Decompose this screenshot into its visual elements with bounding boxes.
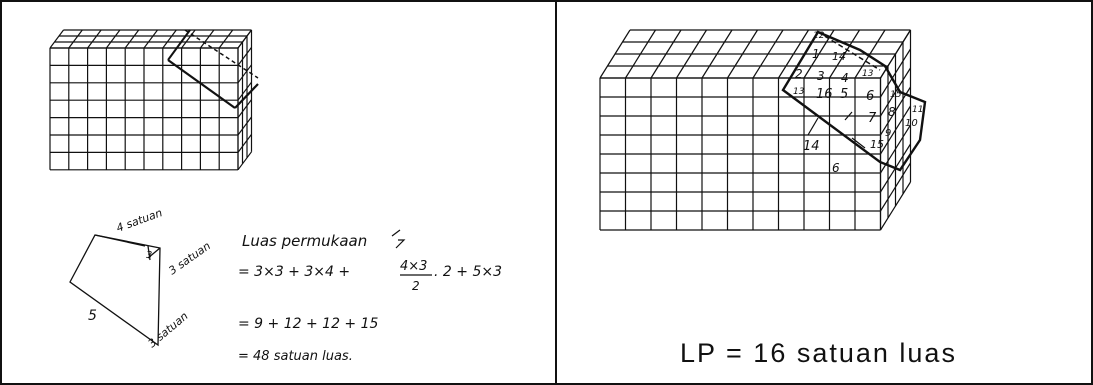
grid-line: [752, 29, 784, 79]
grid-line: [879, 105, 912, 155]
right-cuboid-grid: [599, 29, 912, 231]
net-cell-number: 8: [888, 105, 896, 119]
answer-text: LP = 16 satuan luas: [680, 338, 957, 368]
net-cell-number: 3: [817, 69, 825, 83]
prism-label-right-lower: 3 satuan: [146, 309, 191, 350]
work-line-1: = 3×3 + 3×4 +: [238, 264, 350, 280]
prism-label-left: 5: [88, 308, 97, 324]
net-cell-number: 15: [870, 138, 884, 151]
grid-line: [777, 29, 810, 79]
triangular-prism-sketch: [69, 234, 161, 347]
grid-line: [162, 29, 177, 49]
grid-line: [879, 67, 912, 117]
fraction-tail: . 2 + 5×3: [434, 264, 502, 280]
grid-line: [49, 29, 64, 49]
grid-line: [68, 29, 83, 49]
net-cell-number: 1: [812, 47, 820, 61]
work-title-squiggle: [391, 229, 406, 249]
grid-line: [701, 29, 733, 79]
net-cell-number: 13: [862, 69, 874, 79]
prism-label-right-upper: 3 satuan: [166, 239, 213, 277]
grid-line: [650, 29, 682, 79]
grid-line: [181, 29, 196, 49]
grid-line: [828, 29, 861, 79]
grid-line: [87, 29, 102, 49]
grid-line: [879, 181, 912, 231]
grid-line: [599, 29, 631, 79]
grid-line: [124, 29, 140, 49]
prism-label-top: 4 satuan: [115, 206, 165, 235]
grid-line: [218, 29, 234, 49]
fraction-numerator: 4×3: [400, 259, 427, 274]
left-cuboid-triangle-marks: [167, 29, 259, 109]
net-cell-number: 2: [795, 67, 803, 81]
net-cell-number: 6: [866, 89, 874, 104]
net-cell-number: 10: [905, 118, 918, 129]
fraction-denominator: 2: [412, 279, 420, 293]
net-cell-number: 14: [803, 139, 820, 154]
grid-line: [237, 151, 252, 171]
work-line-2: = 9 + 12 + 12 + 15: [238, 316, 379, 332]
grid-line: [675, 29, 708, 79]
grid-line: [624, 29, 657, 79]
net-cell-number: 13: [793, 87, 805, 97]
net-cell-number: 6: [832, 161, 840, 175]
net-cell-number: 16: [816, 87, 833, 102]
net-cell-number: 14: [832, 50, 846, 63]
grid-line: [879, 48, 912, 98]
left-cuboid-grid: [49, 29, 253, 171]
net-cell-number: 9: [885, 128, 891, 139]
grid-line: [237, 134, 252, 153]
right-net-outline: [781, 30, 927, 172]
grid-line: [879, 162, 912, 212]
net-arrows: [807, 111, 866, 149]
grid-line: [237, 116, 252, 136]
net-cell-number: 12: [813, 31, 825, 41]
net-cell-number: 7: [868, 111, 877, 126]
grid-line: [237, 47, 252, 66]
grid-line: [854, 29, 886, 79]
grid-line: [237, 99, 252, 118]
grid-line: [143, 29, 158, 49]
grid-line: [237, 29, 252, 49]
net-cell-number: 5: [840, 87, 848, 102]
grid-line: [237, 64, 252, 84]
grid-line: [199, 29, 215, 49]
net-cell-number: 15: [890, 90, 902, 100]
grid-line: [237, 81, 252, 101]
prism-label-inner: 3: [146, 250, 152, 261]
grid-line: [879, 29, 912, 79]
net-cell-number: 11: [912, 105, 923, 115]
work-title: Luas permukaan: [242, 232, 367, 250]
grid-line: [105, 29, 121, 49]
work-line-3: = 48 satuan luas.: [238, 349, 353, 364]
grid-line: [726, 29, 759, 79]
net-cell-number: 4: [841, 71, 849, 85]
